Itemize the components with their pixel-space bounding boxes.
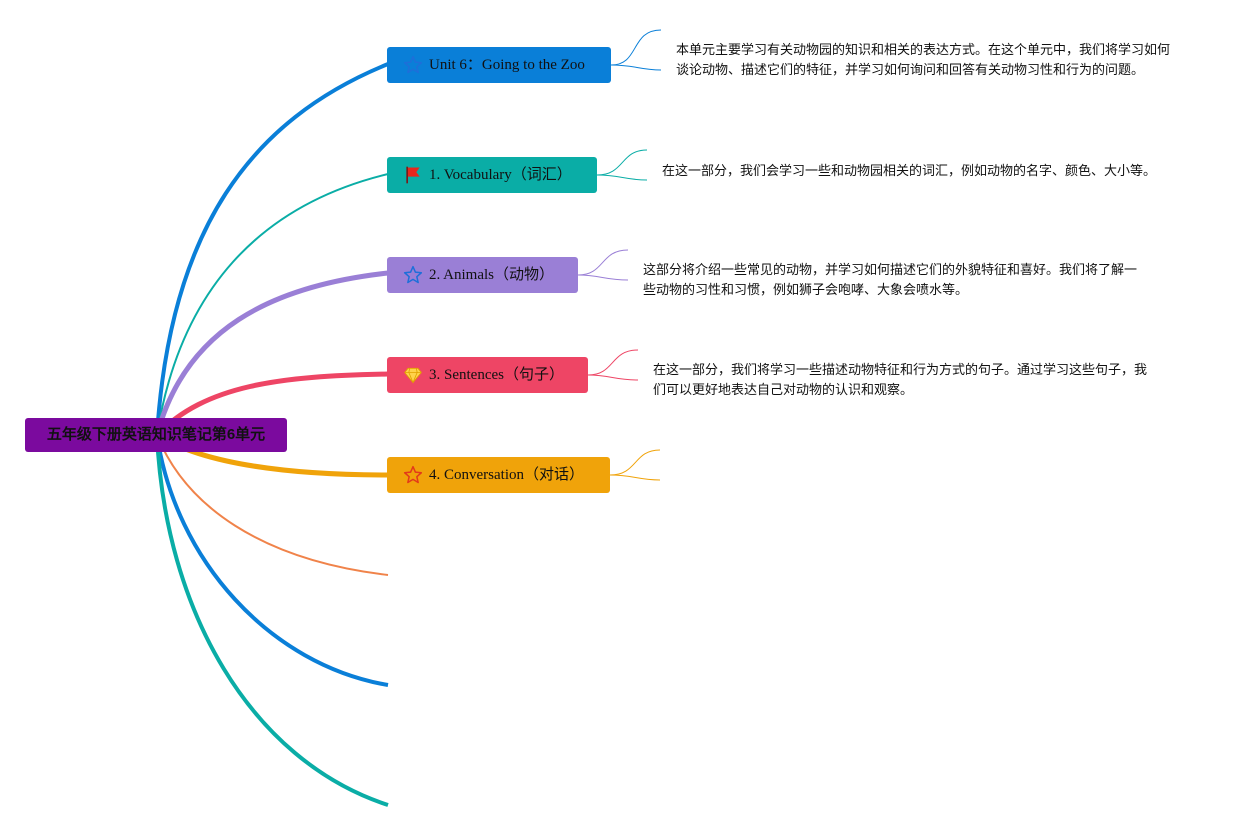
topic-label: 2. Animals（动物） <box>429 267 555 283</box>
description-animals: 这部分将介绍一些常见的动物，并学习如何描述它们的外貌特征和喜好。我们将了解一些动… <box>643 263 1138 298</box>
branch-vocabulary <box>156 173 389 436</box>
topic-vocabulary[interactable]: 1. Vocabulary（词汇） <box>387 157 597 193</box>
topic-conversation[interactable]: 4. Conversation（对话） <box>387 457 610 493</box>
branch-extra-2 <box>155 434 389 687</box>
star-outline-icon <box>403 265 423 284</box>
connector-vocabulary <box>596 149 648 181</box>
branch-extra-3 <box>155 434 389 807</box>
branch-extra-1 <box>156 434 389 576</box>
topic-label: Unit 6：Going to the Zoo <box>429 57 585 73</box>
description-vocabulary: 在这一部分，我们会学习一些和动物园相关的词汇，例如动物的名字、颜色、大小等。 <box>662 164 1157 179</box>
root-topic[interactable]: 五年级下册英语知识笔记第6单元 <box>25 418 287 452</box>
topic-unit6[interactable]: Unit 6：Going to the Zoo <box>387 47 611 83</box>
red-flag-icon <box>406 166 420 184</box>
connector-sentences <box>587 349 639 381</box>
star-outline-icon <box>403 465 423 484</box>
star-outline-icon <box>403 55 423 74</box>
topic-sentences[interactable]: 3. Sentences（句子） <box>387 357 588 393</box>
connector-animals <box>577 249 629 281</box>
diamond-icon <box>404 367 422 384</box>
connector-unit6 <box>610 29 662 71</box>
topic-label: 4. Conversation（对话） <box>429 467 584 483</box>
connector-conversation <box>609 449 661 481</box>
branch-animals <box>154 270 389 436</box>
description-sentences: 在这一部分，我们将学习一些描述动物特征和行为方式的句子。通过学习这些句子，我们可… <box>653 363 1148 398</box>
topic-label: 3. Sentences（句子） <box>429 367 564 383</box>
topic-label: 1. Vocabulary（词汇） <box>429 167 572 183</box>
topic-animals[interactable]: 2. Animals（动物） <box>387 257 578 293</box>
description-unit6: 本单元主要学习有关动物园的知识和相关的表达方式。在这个单元中，我们将学习如何谈论… <box>676 43 1171 78</box>
branch-unit6 <box>155 62 389 436</box>
